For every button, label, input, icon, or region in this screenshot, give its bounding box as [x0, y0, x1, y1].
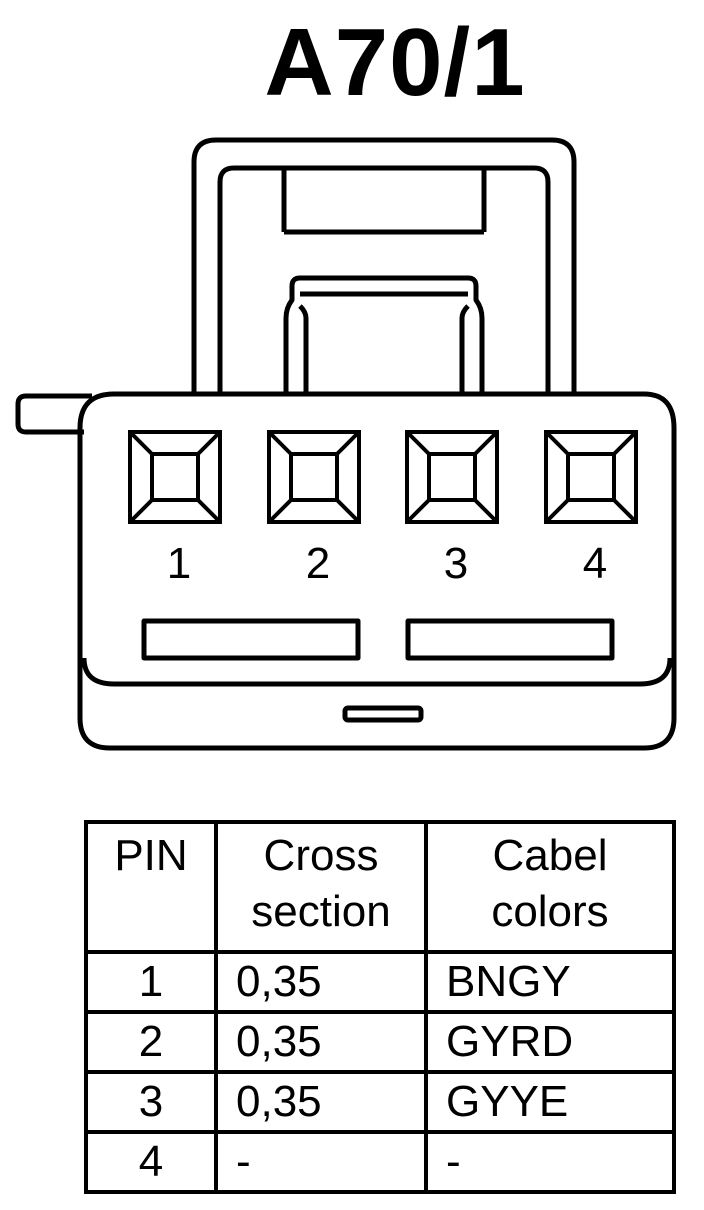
- cable-color-cell: BNGY: [424, 950, 676, 1014]
- pin-cavity-bevel: [196, 498, 222, 524]
- pin-number-cell: 2: [84, 1010, 218, 1074]
- pin-cavity: [128, 430, 222, 524]
- pin-cavity-outer: [405, 430, 499, 524]
- bottom-notch: [342, 705, 424, 723]
- pin-cavity-bevel: [405, 430, 431, 456]
- cable-color-cell: GYRD: [424, 1010, 676, 1074]
- cable-color-cell: -: [424, 1130, 676, 1194]
- pin-cavity-inner: [289, 452, 339, 502]
- pin-cavity-bevel: [267, 430, 293, 456]
- pin-cavity-bevel: [128, 430, 154, 456]
- pin-cavity: [267, 430, 361, 524]
- pin-number-cell: 1: [84, 950, 218, 1014]
- pin-cavity-inner: [427, 452, 477, 502]
- cross-section-cell: -: [214, 1130, 428, 1194]
- pin-cavity: [405, 430, 499, 524]
- cross-section-cell: 0,35: [214, 1070, 428, 1134]
- pin-cavity-bevel: [473, 430, 499, 456]
- pin-cavity: [544, 430, 638, 524]
- table-row: 1 0,35 BNGY: [84, 950, 676, 1014]
- latch-tongue-inner-right: [459, 304, 470, 392]
- pin-cavity-bevel: [612, 430, 638, 456]
- latch-tongue-outer: [283, 275, 485, 392]
- lock-bracket-inner: [217, 165, 551, 392]
- pin-cavity-outer: [128, 430, 222, 524]
- pin-number-label: 1: [167, 539, 191, 588]
- pin-cavity-bevel: [335, 430, 361, 456]
- pin-cavity-bevel: [267, 498, 293, 524]
- pin-number-label: 4: [583, 539, 607, 588]
- pin-cavity-bevel: [544, 430, 570, 456]
- pin-number-label: 2: [306, 539, 330, 588]
- pin-number-cell: 4: [84, 1130, 218, 1194]
- cross-section-cell: 0,35: [214, 950, 428, 1014]
- table-row: 4 - -: [84, 1130, 676, 1194]
- pin-number-cell: 3: [84, 1070, 218, 1134]
- pin-number-label: 3: [444, 539, 468, 588]
- pin-cavity-bevel: [473, 498, 499, 524]
- header-pin: PIN: [84, 820, 218, 954]
- cross-section-cell: 0,35: [214, 1010, 428, 1074]
- housing-outer: [77, 391, 677, 751]
- pin-cavity-bevel: [544, 498, 570, 524]
- pin-cavity-inner: [566, 452, 616, 502]
- lock-bracket-outer: [191, 137, 577, 392]
- pin-cavity-bevel: [405, 498, 431, 524]
- pin-cavity-bevel: [335, 498, 361, 524]
- pin-cavity-inner: [150, 452, 200, 502]
- side-tab: [15, 393, 92, 435]
- keying-slot-right: [405, 618, 615, 661]
- table-row: 2 0,35 GYRD: [84, 1010, 676, 1074]
- table-row: 3 0,35 GYYE: [84, 1070, 676, 1134]
- pin-cavity-bevel: [128, 498, 154, 524]
- keying-slot-left: [141, 618, 361, 661]
- pin-cavity-bevel: [196, 430, 222, 456]
- pin-cavity-outer: [267, 430, 361, 524]
- housing-front-edge: [81, 657, 673, 687]
- cable-color-cell: GYYE: [424, 1070, 676, 1134]
- pin-cavity-outer: [544, 430, 638, 524]
- connector-title: A70/1: [264, 9, 526, 116]
- pin-cavity-bevel: [612, 498, 638, 524]
- connector-diagram: 1 2 3 4: [15, 137, 677, 751]
- latch-tongue-inner: [298, 304, 309, 392]
